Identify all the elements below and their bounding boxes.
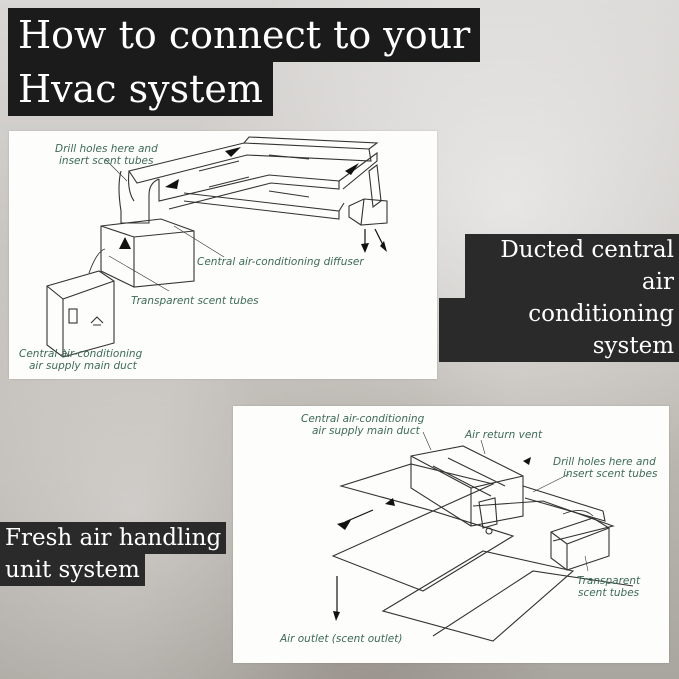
fresh-air-label: Fresh air handling unit system [0,522,227,586]
ducted-system-label: Ducted central air conditioning system [439,234,679,362]
annotation-scent-tubes-2: Transparent scent tubes [577,575,641,599]
ducted-system-diagram: Drill holes here and insert scent tubes … [9,131,437,379]
fresh-air-diagram: Central air-conditioning air supply main… [233,406,669,663]
title-line-1: How to connect to your [8,8,481,62]
fresh-air-illustration [331,431,634,642]
annotation-return-vent: Air return vent [465,429,543,441]
annotation-drill-holes: Drill holes here and insert scent tubes [55,143,158,167]
annotation-main-duct: Central air-conditioning air supply main… [19,348,143,372]
annotation-drill-holes-2: Drill holes here and insert scent tubes [553,456,658,480]
title-line-2: Hvac system [8,62,273,116]
annotation-scent-tubes: Transparent scent tubes [131,295,259,307]
ducted-illustration [46,136,388,358]
page-title: How to connect to your Hvac system [8,8,481,116]
annotation-air-outlet: Air outlet (scent outlet) [280,633,403,645]
annotation-main-duct-2: Central air-conditioning air supply main… [301,413,425,437]
annotation-diffuser: Central air-conditioning diffuser [197,256,364,268]
